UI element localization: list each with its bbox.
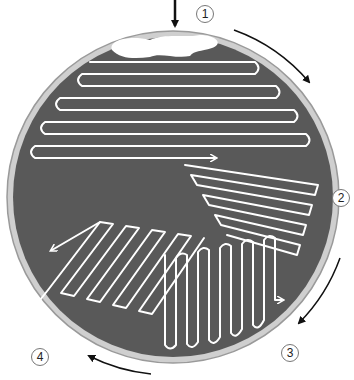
streak-region-4-start — [52, 222, 100, 250]
callout-number: 3 — [281, 344, 299, 362]
callout-number: 4 — [31, 348, 49, 366]
streak-region-4 — [40, 222, 204, 314]
callout-number: 2 — [332, 189, 350, 207]
rotation-arrow — [89, 356, 151, 374]
callout-number: 1 — [196, 5, 214, 23]
inoculation-arrow — [174, 0, 177, 26]
inoculum — [112, 35, 218, 58]
rotation-arrow — [299, 258, 340, 323]
petri-dish-rim — [7, 31, 339, 363]
streak-region-1 — [31, 62, 310, 158]
streak-region-3 — [165, 236, 282, 349]
rotation-arrow — [234, 30, 309, 82]
agar-surface — [13, 37, 333, 357]
